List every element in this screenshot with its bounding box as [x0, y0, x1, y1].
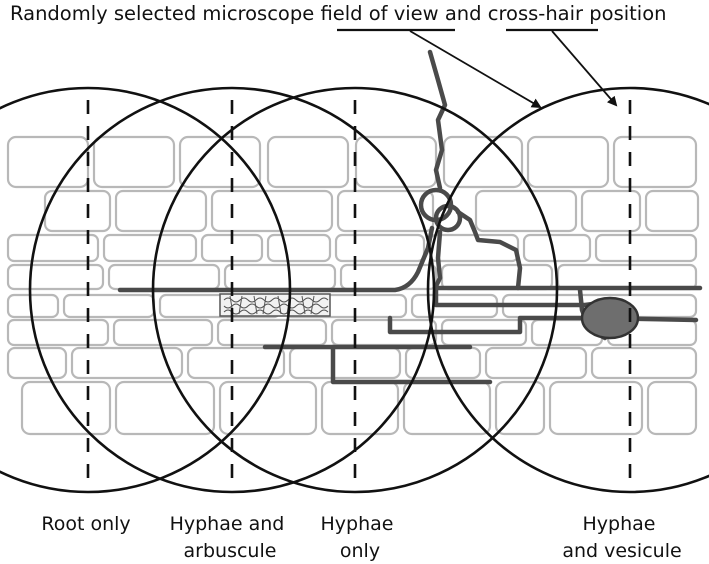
field-of-view-3 [151, 86, 559, 494]
label-hyphae-and-arbuscule-line2: arbuscule [184, 540, 277, 562]
title-middle: and [439, 2, 488, 25]
outcome-labels: Root only Hyphae and arbuscule Hyphae on… [41, 513, 681, 562]
title-term-cross-hair: cross-hair [488, 2, 584, 25]
label-hyphae-only-line2: only [340, 540, 380, 562]
root-cell-grid [6, 135, 700, 436]
label-root-only: Root only [41, 513, 130, 535]
fields-of-view [0, 86, 709, 494]
label-hyphae-and-vesicule-line2: and vesicule [562, 540, 681, 562]
vesicle [580, 296, 640, 340]
title-suffix: position [583, 2, 666, 25]
field-of-view-1 [0, 86, 292, 494]
field-of-view-2 [28, 86, 436, 494]
cross-hairs [86, 100, 632, 480]
arrow-cross-hair [551, 30, 618, 107]
hyphae-network [117, 49, 703, 385]
field-of-view-4 [426, 86, 709, 494]
label-hyphae-and-vesicule-line1: Hyphae [582, 513, 655, 535]
label-hyphae-and-vesicule: Hyphae and vesicule [562, 513, 681, 562]
title-term-field-of-view: field of view [320, 2, 438, 25]
label-hyphae-and-arbuscule: Hyphae and arbuscule [170, 513, 291, 562]
label-hyphae-and-arbuscule-line1: Hyphae and [170, 513, 285, 535]
arbuscule [219, 293, 331, 317]
arrow-field-of-view [409, 30, 542, 109]
label-hyphae-only: Hyphae only [320, 513, 399, 562]
figure-title: Randomly selected microscope field of vi… [10, 2, 667, 25]
label-root-only-line1: Root only [41, 513, 130, 535]
title-prefix: Randomly selected microscope [10, 2, 320, 25]
label-hyphae-only-line1: Hyphae [320, 513, 393, 535]
